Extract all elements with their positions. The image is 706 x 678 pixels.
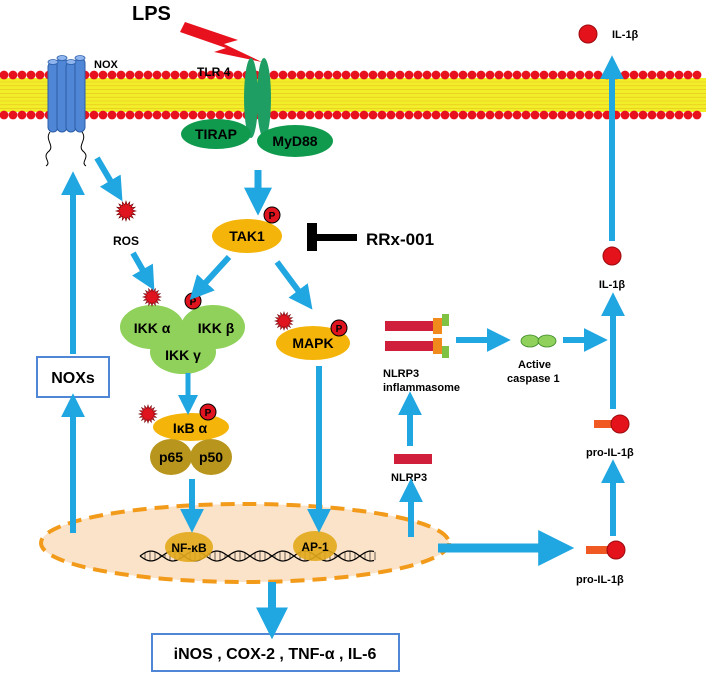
- cell-membrane: [0, 70, 706, 120]
- mapk-label: MAPK: [292, 335, 333, 351]
- nfkb-label: NF-κB: [171, 541, 207, 555]
- nucleus: [39, 502, 451, 584]
- noxs-label: NOXs: [51, 370, 95, 387]
- tlr4-receptor: [244, 58, 271, 138]
- il1b-secreted-label: IL-1β: [612, 29, 639, 41]
- phospho-label: P: [190, 297, 197, 308]
- outputs-box: [151, 633, 400, 672]
- outputs-label: iNOS , COX-2 , TNF-α , IL-6: [174, 646, 377, 663]
- flow-arrow: [274, 260, 313, 310]
- pro-il1b-lower-icon: [586, 540, 626, 560]
- il1b-mature-label: IL-1β: [599, 279, 626, 291]
- caspase-label-line2: caspase 1: [507, 373, 560, 385]
- tirap-adaptor: [181, 119, 251, 149]
- nfkb-node: [165, 532, 213, 562]
- phospho-icon: P: [263, 206, 281, 224]
- il1b-mature-icon: [602, 246, 622, 266]
- p50-node: [190, 439, 232, 475]
- pro-il1b-upper-icon: [594, 414, 630, 434]
- ikk-beta-label: IKK β: [198, 320, 235, 336]
- pro-il1b-upper-label: pro-IL-1β: [586, 447, 634, 459]
- ros-burst-icon: [114, 199, 138, 223]
- il1b-secreted-icon: [578, 24, 598, 44]
- ros-burst-icon: [273, 310, 295, 332]
- rrx001-label: RRx-001: [366, 230, 434, 249]
- nlrp3-node: [394, 454, 432, 464]
- inflammasome-label-line1: NLRP3: [383, 368, 419, 380]
- ros-label: ROS: [113, 234, 139, 248]
- p65-node: [150, 439, 192, 475]
- nlrp3-label: NLRP3: [391, 472, 427, 484]
- nox-label: NOX: [94, 59, 119, 71]
- arrows: [61, 55, 625, 640]
- lps-bolt-icon: [180, 22, 262, 62]
- phospho-label: P: [269, 211, 276, 222]
- nlrp3-inflammasome-complex: [385, 314, 449, 358]
- flow-arrow: [130, 251, 155, 291]
- tak1-node: [212, 219, 282, 253]
- flow-arrow: [94, 156, 123, 202]
- active-caspase1-node: [520, 334, 557, 348]
- p65-label: p65: [159, 449, 183, 465]
- tirap-label: TIRAP: [195, 126, 237, 142]
- ikk-gamma-label: IKK γ: [165, 347, 201, 363]
- phospho-icon: P: [330, 319, 348, 337]
- myd88-adaptor: [257, 125, 333, 157]
- phospho-label: P: [336, 324, 343, 335]
- inflammasome-label-line2: inflammasome: [383, 382, 460, 394]
- tlr4-label: TLR 4: [197, 65, 231, 79]
- tak1-label: TAK1: [229, 228, 265, 244]
- phospho-icon: P: [199, 403, 217, 421]
- ap1-node: [293, 531, 337, 561]
- noxs-box: [36, 356, 110, 398]
- mapk-node: [276, 326, 350, 360]
- ikk-complex: [120, 305, 245, 374]
- myd88-label: MyD88: [272, 133, 317, 149]
- p50-label: p50: [199, 449, 223, 465]
- caspase-label-line1: Active: [518, 359, 551, 371]
- ikb-alpha-label: IκB α: [173, 420, 208, 436]
- ros-burst-icon: [137, 403, 159, 425]
- ikk-alpha-label: IKK α: [134, 320, 171, 336]
- phospho-label: P: [205, 408, 212, 419]
- inhibition-bar-icon: [307, 223, 357, 251]
- ap1-label: AP-1: [301, 540, 329, 554]
- nox-transmembrane-protein: [45, 55, 87, 167]
- lps-label: LPS: [132, 3, 171, 25]
- ros-burst-icon: [141, 286, 163, 308]
- pro-il1b-lower-label: pro-IL-1β: [576, 574, 624, 586]
- phospho-icon: P: [184, 292, 202, 310]
- flow-arrow: [189, 254, 232, 300]
